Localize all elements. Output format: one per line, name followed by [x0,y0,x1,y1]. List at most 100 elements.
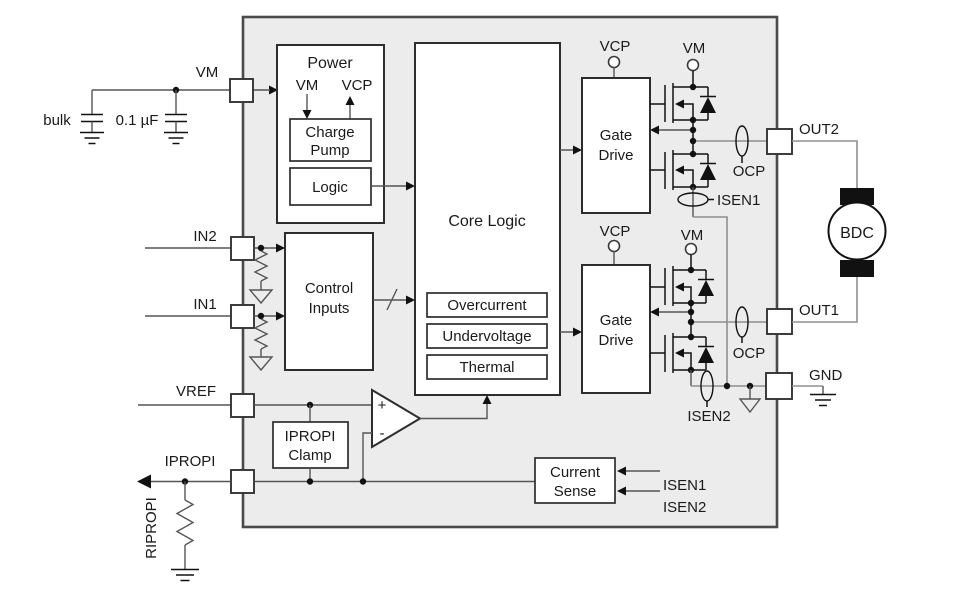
current-sense-line2: Sense [554,483,597,500]
comparator: + - [254,388,492,482]
ocp-sense-icon [735,306,749,343]
ocp-sense-icon [735,125,749,163]
core-logic-title: Core Logic [448,213,525,230]
power-title: Power [307,55,353,72]
overcurrent-label: Overcurrent [447,297,527,314]
pin-vm-label: VM [196,64,219,81]
gate-drive-top-line2: Drive [598,147,633,164]
logic-block: Logic [289,167,372,206]
gate-drive-top-line1: Gate [600,127,633,144]
thermal-block: Thermal [426,354,548,380]
pin-vm: VM [196,64,254,103]
control-inputs-line2: Inputs [309,300,350,317]
mosfet-icon [650,333,714,373]
pin-in2-label: IN2 [193,228,216,245]
pin-out2-label: OUT2 [799,121,839,138]
ground-chevron-icon [248,356,274,372]
pin-in1: IN1 [145,296,255,329]
thermal-label: Thermal [459,359,514,376]
comparator-minus: - [380,425,385,442]
isen1-bridge-label: ISEN1 [717,192,760,209]
ocp-top-label: OCP [733,163,766,180]
pin-vref-label: VREF [176,383,216,400]
pin-vref: VREF [138,383,255,418]
bulk-capacitor-icon [81,90,103,132]
comparator-plus: + [378,397,387,414]
ground-chevron-icon [738,398,762,414]
vm-top-label: VM [683,40,706,57]
pin-ipropi-label: IPROPI [165,453,216,470]
vcp-bottom-label: VCP [600,223,631,240]
motor-circuit: BDC [792,140,887,323]
vcp-terminal-icon [607,239,621,253]
core-to-gd-top-arrow-icon [573,145,582,155]
ground-icon [164,131,188,145]
pin-in2: IN2 [145,228,255,261]
current-sense-isen2-label: ISEN2 [663,499,706,516]
half-bridge-top: VM [650,40,767,386]
resistor-icon [253,250,269,290]
bus-arrow-icon [406,295,415,305]
control-inputs-line1: Control [305,280,353,297]
ground-chevron-icon [248,289,274,305]
core-to-gd-bottom-arrow-icon [573,327,582,337]
ipropi-external-network: RIPROPI [137,474,231,582]
bulk-label: bulk [43,112,71,129]
undervoltage-label: Undervoltage [442,328,531,345]
in2-pulldown [248,243,285,305]
core-logic-block: Core Logic Overcurrent Undervoltage Ther… [414,42,561,396]
vm-down-arrow-icon [302,110,312,119]
gate-drive-bottom-block: VCP Gate Drive [560,223,651,394]
body-diode-icon [691,269,714,304]
power-block: Power VM VCP Charge Pump Logic [276,44,415,224]
undervoltage-block: Undervoltage [426,323,548,349]
pin-gnd-label: GND [809,367,843,384]
ipropi-clamp-block: IPROPI Clamp [272,405,349,482]
power-vcp-label: VCP [342,77,373,94]
vcp-top-label: VCP [600,38,631,55]
gate-drive-top-block: VCP Gate Drive [560,38,651,214]
mosfet-icon [650,150,716,190]
ipropi-clamp-line2: Clamp [288,447,331,464]
bdc-label: BDC [840,225,874,242]
ipropi-clamp-line1: IPROPI [285,428,336,445]
comparator-icon [371,388,422,449]
body-diode-icon [691,336,714,371]
comparator-out-arrow-icon [482,395,492,404]
decoupling-capacitor-icon [165,90,187,132]
charge-pump-block: Charge Pump [289,118,372,162]
vcp-up-arrow-icon [345,96,355,105]
gd-feedback-arrow-icon [650,125,659,135]
ocp-bottom-label: OCP [733,345,766,362]
isen2-bridge-label: ISEN2 [687,408,730,425]
isen1-sense-icon [677,192,714,207]
pin-out1: OUT1 [766,302,839,335]
ground-icon [810,393,836,407]
vcp-terminal-icon [607,55,621,69]
pin-out2: OUT2 [766,121,839,155]
current-sense-line1: Current [550,464,601,481]
vm-input-network: bulk 0.1 µF [43,85,278,145]
logic-to-core-arrow-icon [406,181,415,191]
ipropi-out-arrow-icon [137,474,151,489]
half-bridge-bottom: VM [650,227,767,425]
logic-label: Logic [312,179,348,196]
ipropi-internal-wire [254,478,535,485]
gate-drive-bottom-line1: Gate [600,312,633,329]
ground-icon [171,568,199,582]
isen1-in-arrow-icon [617,466,626,476]
pin-in1-label: IN1 [193,296,216,313]
gate-drive-bottom-line2: Drive [598,332,633,349]
mosfet-icon [650,266,714,306]
current-sense-block: Current Sense ISEN1 ISEN2 [534,457,706,516]
charge-pump-line2: Pump [310,142,349,159]
pin-out1-label: OUT1 [799,302,839,319]
ripropi-resistor-icon [175,481,195,569]
resistor-icon [253,318,269,357]
control-inputs-block: Control Inputs [284,232,415,371]
vm-bottom-label: VM [681,227,704,244]
ground-icon [80,131,104,145]
isen2-sense-icon [700,370,714,407]
